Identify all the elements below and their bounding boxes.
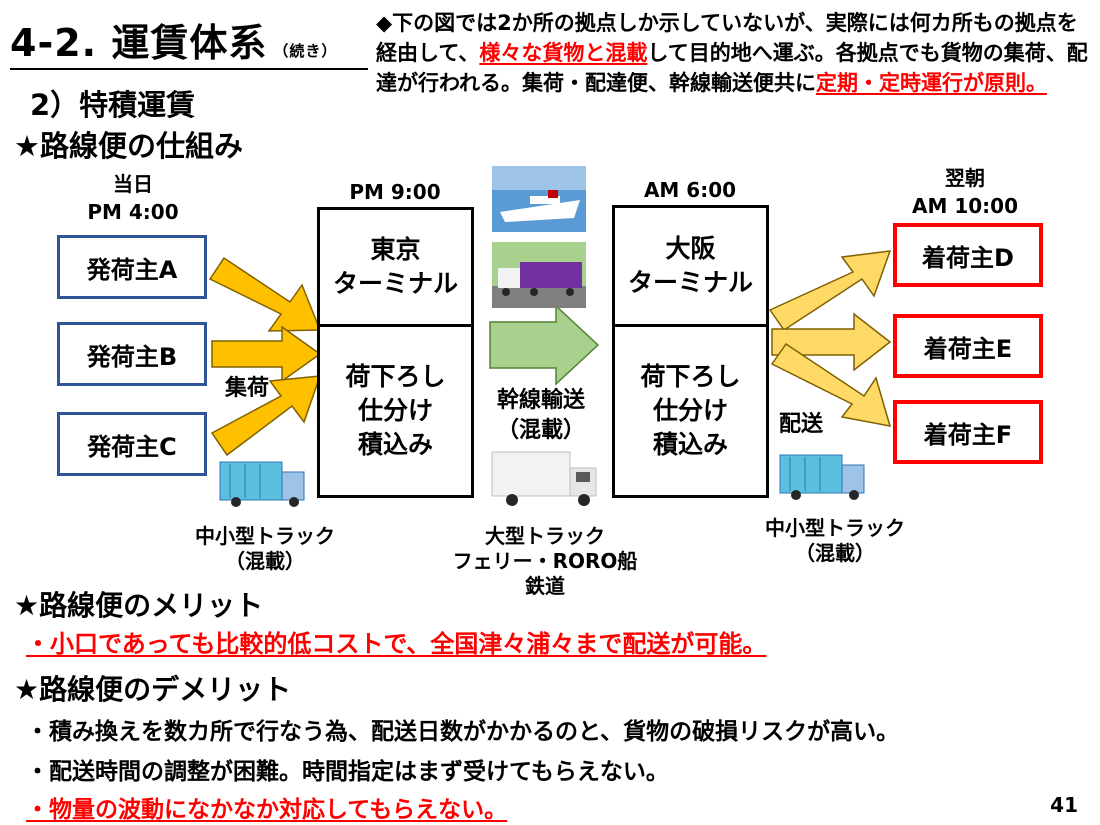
tokyo-terminal-label: ターミナル — [332, 269, 458, 298]
big-transport-line1: 大型トラック — [485, 524, 605, 548]
consignee-e: 着荷主E — [893, 314, 1043, 378]
shipper-c: 発荷主C — [57, 412, 207, 476]
pickup-arrows — [208, 256, 322, 457]
osaka-op-unload: 荷下ろし — [640, 362, 741, 391]
page-title: 4-2. 運賃体系 （続き） — [10, 12, 337, 67]
tokyo-operations: 荷下ろし 仕分け 積込み — [317, 324, 474, 498]
note-text-1: ◆下の図では2か所の拠点しか示していないが、実際には何カ所もの拠点を経由して、 — [376, 11, 1078, 65]
delivery-label: 配送 — [778, 412, 823, 437]
shipper-b: 発荷主B — [57, 322, 207, 386]
time-day-label: 当日 — [113, 172, 153, 196]
osaka-op-sort: 仕分け — [652, 396, 728, 425]
demerit-item-2: ・配送時間の調整が困難。時間指定はまず受けてもらえない。 — [26, 759, 669, 785]
pickup-label: 集荷 — [224, 376, 269, 401]
shipper-a: 発荷主A — [57, 235, 207, 299]
merit-item: ・小口であっても比較的低コストで、全国津々浦々まで配送が可能。 — [26, 630, 767, 658]
tokyo-op-load: 積込み — [357, 430, 433, 459]
explanation-note: ◆下の図では2か所の拠点しか示していないが、実際には何カ所もの拠点を経由して、様… — [376, 8, 1096, 98]
small-truck-right-line1: 中小型トラック — [765, 516, 905, 540]
tokyo-op-unload: 荷下ろし — [345, 362, 446, 391]
osaka-name: 大阪 — [665, 234, 716, 263]
small-truck-right-caption: 中小型トラック （混載） — [760, 516, 910, 566]
merits-heading: ★路線便のメリット — [14, 589, 264, 622]
time-osaka-label: AM 6:00 — [643, 178, 737, 202]
small-truck-left-line1: 中小型トラック — [195, 524, 335, 548]
small-truck-left-picture — [219, 461, 305, 507]
title-area: 4-2. 運賃体系 （続き） — [10, 12, 368, 70]
small-truck-left-caption: 中小型トラック （混載） — [190, 524, 340, 574]
small-truck-right-picture — [779, 454, 865, 500]
box-truck-picture — [491, 451, 597, 506]
trunk-arrow — [489, 304, 600, 386]
consignee-d: 着荷主D — [893, 223, 1043, 287]
time-next-label: 翌朝 — [945, 166, 985, 190]
big-transport-line2: フェリー・RORO船 — [452, 549, 638, 573]
arrow-osaka-to-d — [768, 250, 892, 332]
time-delivery-label: AM 10:00 — [911, 194, 1018, 218]
arrow-c-to-tokyo — [210, 375, 322, 457]
small-truck-right-line2: （混載） — [795, 541, 875, 565]
osaka-op-load: 積込み — [652, 430, 728, 459]
big-transport-line3: 鉄道 — [525, 574, 565, 598]
trunk-label: 幹線輸送 （混載） — [478, 386, 604, 446]
arrow-b-to-tokyo — [211, 325, 322, 383]
demerit-item-3: ・物量の波動になかなか対応してもらえない。 — [26, 797, 508, 823]
tokyo-name: 東京 — [370, 235, 421, 264]
trunk-label-line2: （混載） — [496, 418, 585, 443]
time-tokyo-label: PM 9:00 — [349, 180, 441, 204]
big-truck-picture — [492, 242, 586, 308]
page-number: 41 — [1050, 793, 1078, 817]
mechanism-heading: ★路線便の仕組み — [14, 129, 243, 163]
demerit-item-1: ・積み換えを数カ所で行なう為、配送日数がかかるのと、貨物の破損リスクが高い。 — [26, 719, 900, 745]
osaka-terminal: 大阪 ターミナル — [612, 205, 769, 327]
note-text-2: して目的地へ運ぶ。各拠点でも貨物の集荷、配達が行われる。集荷・配達便、幹線輸送便… — [376, 41, 1088, 95]
arrow-osaka-to-f — [770, 342, 892, 427]
demerits-heading: ★路線便のデメリット — [14, 673, 292, 706]
tokyo-op-sort: 仕分け — [357, 396, 433, 425]
big-transport-caption: 大型トラック フェリー・RORO船 鉄道 — [450, 524, 640, 599]
tokyo-terminal: 東京 ターミナル — [317, 207, 474, 327]
small-truck-left-line2: （混載） — [225, 549, 305, 573]
osaka-terminal-label: ターミナル — [627, 268, 753, 297]
trunk-label-line1: 幹線輸送 — [496, 388, 585, 413]
consignee-f: 着荷主F — [893, 400, 1043, 464]
title-text: 4-2. 運賃体系 — [10, 21, 268, 65]
note-highlight-2: 定期・定時運行が原則。 — [815, 71, 1047, 95]
arrow-a-to-tokyo — [208, 256, 322, 332]
section-heading: 2）特積運賃 — [30, 88, 196, 122]
time-pickup-label: PM 4:00 — [87, 200, 179, 224]
delivery-arrows — [768, 250, 892, 427]
osaka-operations: 荷下ろし 仕分け 積込み — [612, 324, 769, 498]
ferry-picture — [492, 166, 586, 232]
title-suffix: （続き） — [273, 42, 338, 60]
note-highlight-1: 様々な貨物と混載 — [479, 41, 648, 65]
